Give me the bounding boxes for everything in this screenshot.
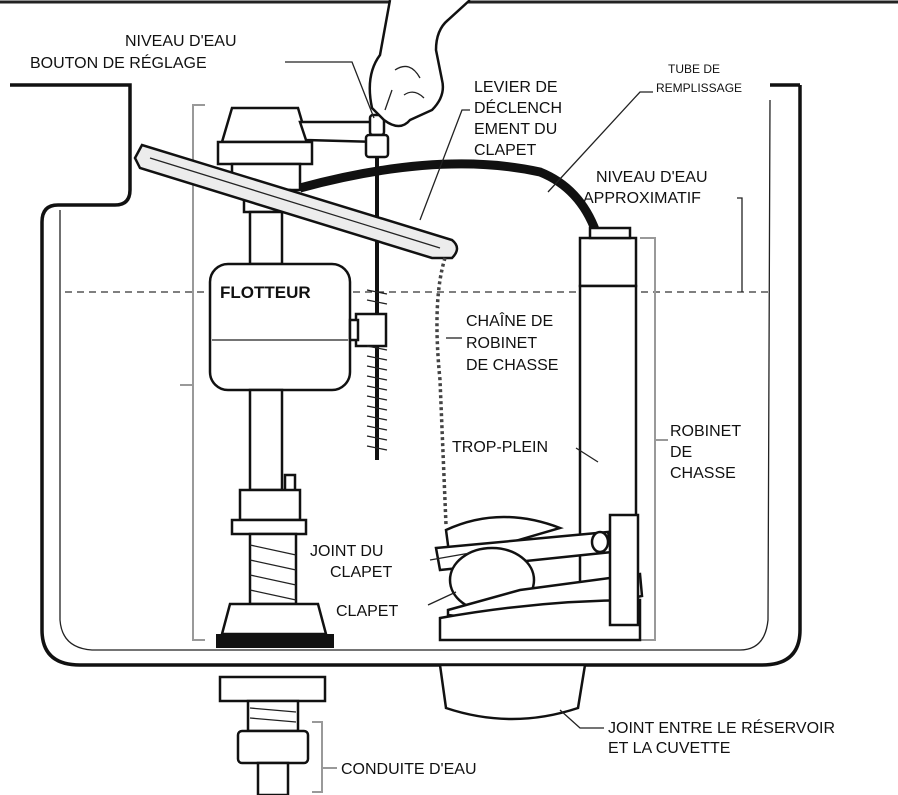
fill-valve-base	[216, 634, 334, 648]
label-adjust-knob-line1: NIVEAU D'EAU	[125, 33, 237, 50]
refill-tube	[298, 159, 601, 234]
label-float: FLOTTEUR	[220, 283, 311, 302]
label-refill-tube-line1: TUBE DE	[668, 62, 720, 76]
label-flapper-seal-line2: CLAPET	[330, 564, 392, 581]
leader-water-level	[737, 197, 743, 292]
flush-valve-bracket	[640, 237, 656, 641]
label-lever-line1: LEVIER DE	[474, 79, 558, 96]
water-supply-fittings	[218, 675, 327, 795]
label-lever-line3: EMENT DU	[474, 121, 557, 138]
label-flush-valve-line1: ROBINET	[670, 423, 741, 440]
flush-lever	[133, 143, 459, 260]
tank-to-bowl-gasket	[438, 663, 587, 721]
label-flapper: CLAPET	[336, 603, 398, 620]
tank-outline	[10, 83, 802, 667]
leader-flapper-seal	[429, 552, 471, 561]
label-lever-line2: DÉCLENCH	[474, 98, 562, 117]
label-chain-line1: CHAÎNE DE	[466, 311, 553, 330]
leader-gasket	[559, 709, 604, 729]
leader-overflow	[575, 447, 599, 463]
label-gasket-line1: JOINT ENTRE LE RÉSERVOIR	[608, 718, 835, 737]
label-adjust-knob-line2: BOUTON DE RÉGLAGE	[30, 53, 207, 72]
label-overflow: TROP-PLEIN	[452, 439, 548, 456]
label-flush-valve-line2: DE	[670, 444, 692, 461]
leader-adjust-knob	[285, 61, 375, 119]
water-line-bracket	[312, 721, 323, 793]
label-gasket-line2: ET LA CUVETTE	[608, 740, 730, 757]
label-water-level-line1: NIVEAU D'EAU	[596, 169, 708, 186]
label-chain-line2: ROBINET	[466, 335, 537, 352]
fill-valve-bracket	[192, 104, 205, 641]
label-chain-line3: DE CHASSE	[466, 357, 558, 374]
tank-inner-wall	[59, 99, 771, 651]
flapper	[434, 513, 644, 642]
adjustment-rod	[348, 113, 390, 460]
leader-flapper	[427, 591, 457, 606]
label-refill-tube-line2: REMPLISSAGE	[656, 81, 742, 95]
leader-refill-tube	[547, 91, 653, 193]
hand-icon	[368, 0, 471, 128]
flush-chain	[435, 257, 448, 526]
label-flush-valve-line3: CHASSE	[670, 465, 736, 482]
label-water-line: CONDUITE D'EAU	[341, 761, 477, 778]
label-flapper-seal-line1: JOINT DU	[310, 543, 383, 560]
leader-lever	[419, 109, 470, 221]
label-water-level-line2: APPROXIMATIF	[583, 190, 701, 207]
label-lever-line4: CLAPET	[474, 142, 536, 159]
